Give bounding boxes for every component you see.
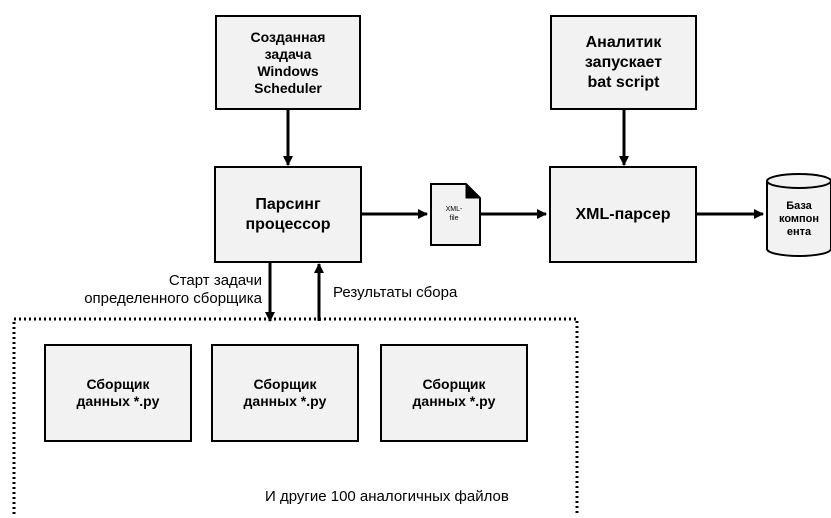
- collector-group-label: И другие 100 аналогичных файлов: [265, 488, 509, 505]
- collector-box-2: Сборщик данных *.py: [211, 344, 359, 442]
- scheduler-task-box: Созданная задача Windows Scheduler: [215, 15, 361, 110]
- xml-file-icon: [430, 182, 482, 246]
- parsing-processor-box: Парсинг процессор: [214, 166, 362, 263]
- collector-box-3: Сборщик данных *.py: [380, 344, 528, 442]
- collection-results-label: Результаты сбора: [333, 284, 458, 301]
- xml-file-label: XML- file: [445, 206, 463, 222]
- analyst-bat-box: Аналитик запускает bat script: [550, 15, 697, 110]
- database-icon: [766, 173, 831, 257]
- collector-box-1: Сборщик данных *.py: [44, 344, 192, 442]
- collector-group-border: [12, 317, 579, 514]
- xml-parser-box: XML-парсер: [549, 166, 697, 263]
- database-label: База компон ента: [778, 200, 820, 238]
- start-task-label: Старт задачи определенного сборщика: [84, 272, 262, 307]
